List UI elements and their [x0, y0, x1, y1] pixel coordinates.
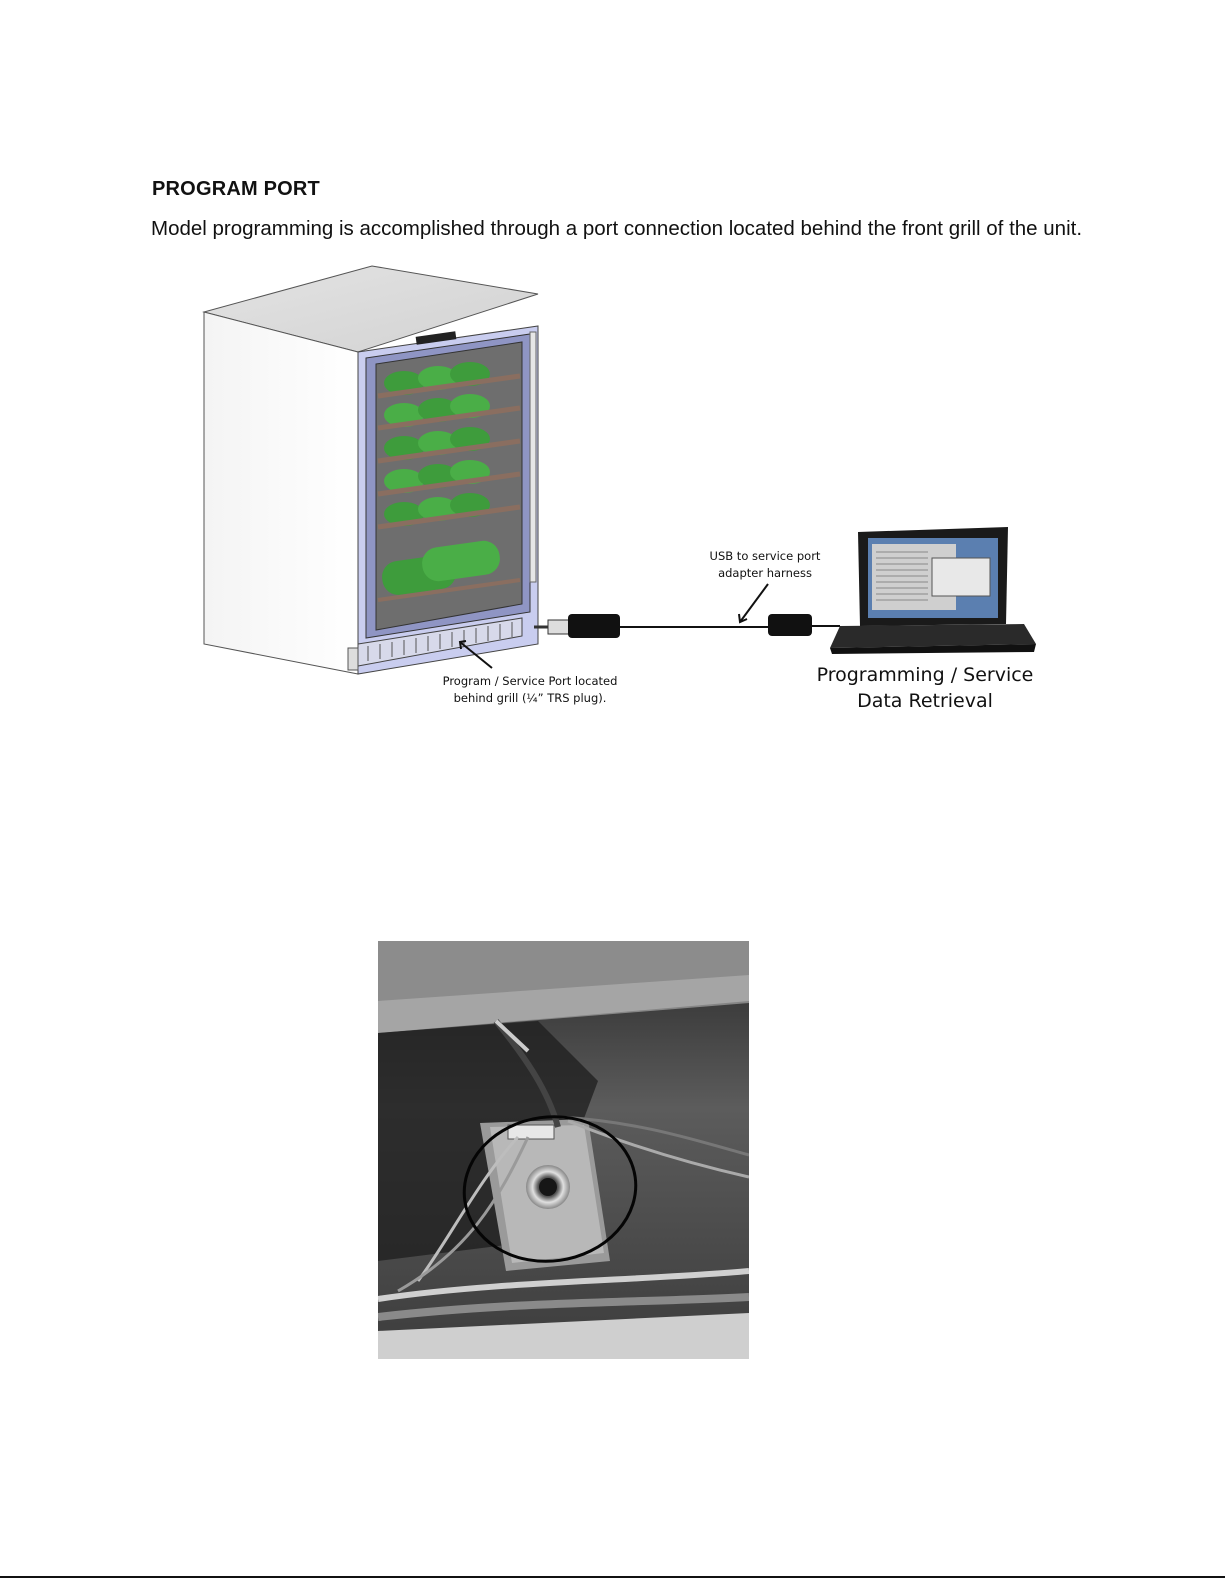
section-heading: PROGRAM PORT	[152, 178, 320, 201]
laptop-caption-line-2: Data Retrieval	[805, 688, 1045, 714]
section-paragraph: Model programming is accomplished throug…	[151, 216, 1091, 241]
port-callout-line-1: Program / Service Port located	[430, 673, 630, 690]
laptop-caption: Programming / Service Data Retrieval	[805, 662, 1045, 714]
usb-callout-line-1: USB to service port	[695, 548, 835, 565]
usb-callout-line-2: adapter harness	[695, 565, 835, 582]
wine-cooler-illustration	[204, 266, 538, 674]
laptop-illustration	[830, 527, 1036, 654]
port-callout-line-2: behind grill (¼” TRS plug).	[430, 690, 630, 707]
program-port-diagram	[190, 262, 1050, 722]
laptop-caption-line-1: Programming / Service	[805, 662, 1045, 688]
bottom-rule	[0, 1576, 1225, 1578]
usb-callout: USB to service port adapter harness	[695, 548, 835, 582]
trs-plug-cable	[534, 614, 840, 638]
service-port-photo	[378, 941, 749, 1359]
usb-pointer-arrow	[739, 584, 768, 622]
port-callout: Program / Service Port located behind gr…	[430, 673, 630, 707]
